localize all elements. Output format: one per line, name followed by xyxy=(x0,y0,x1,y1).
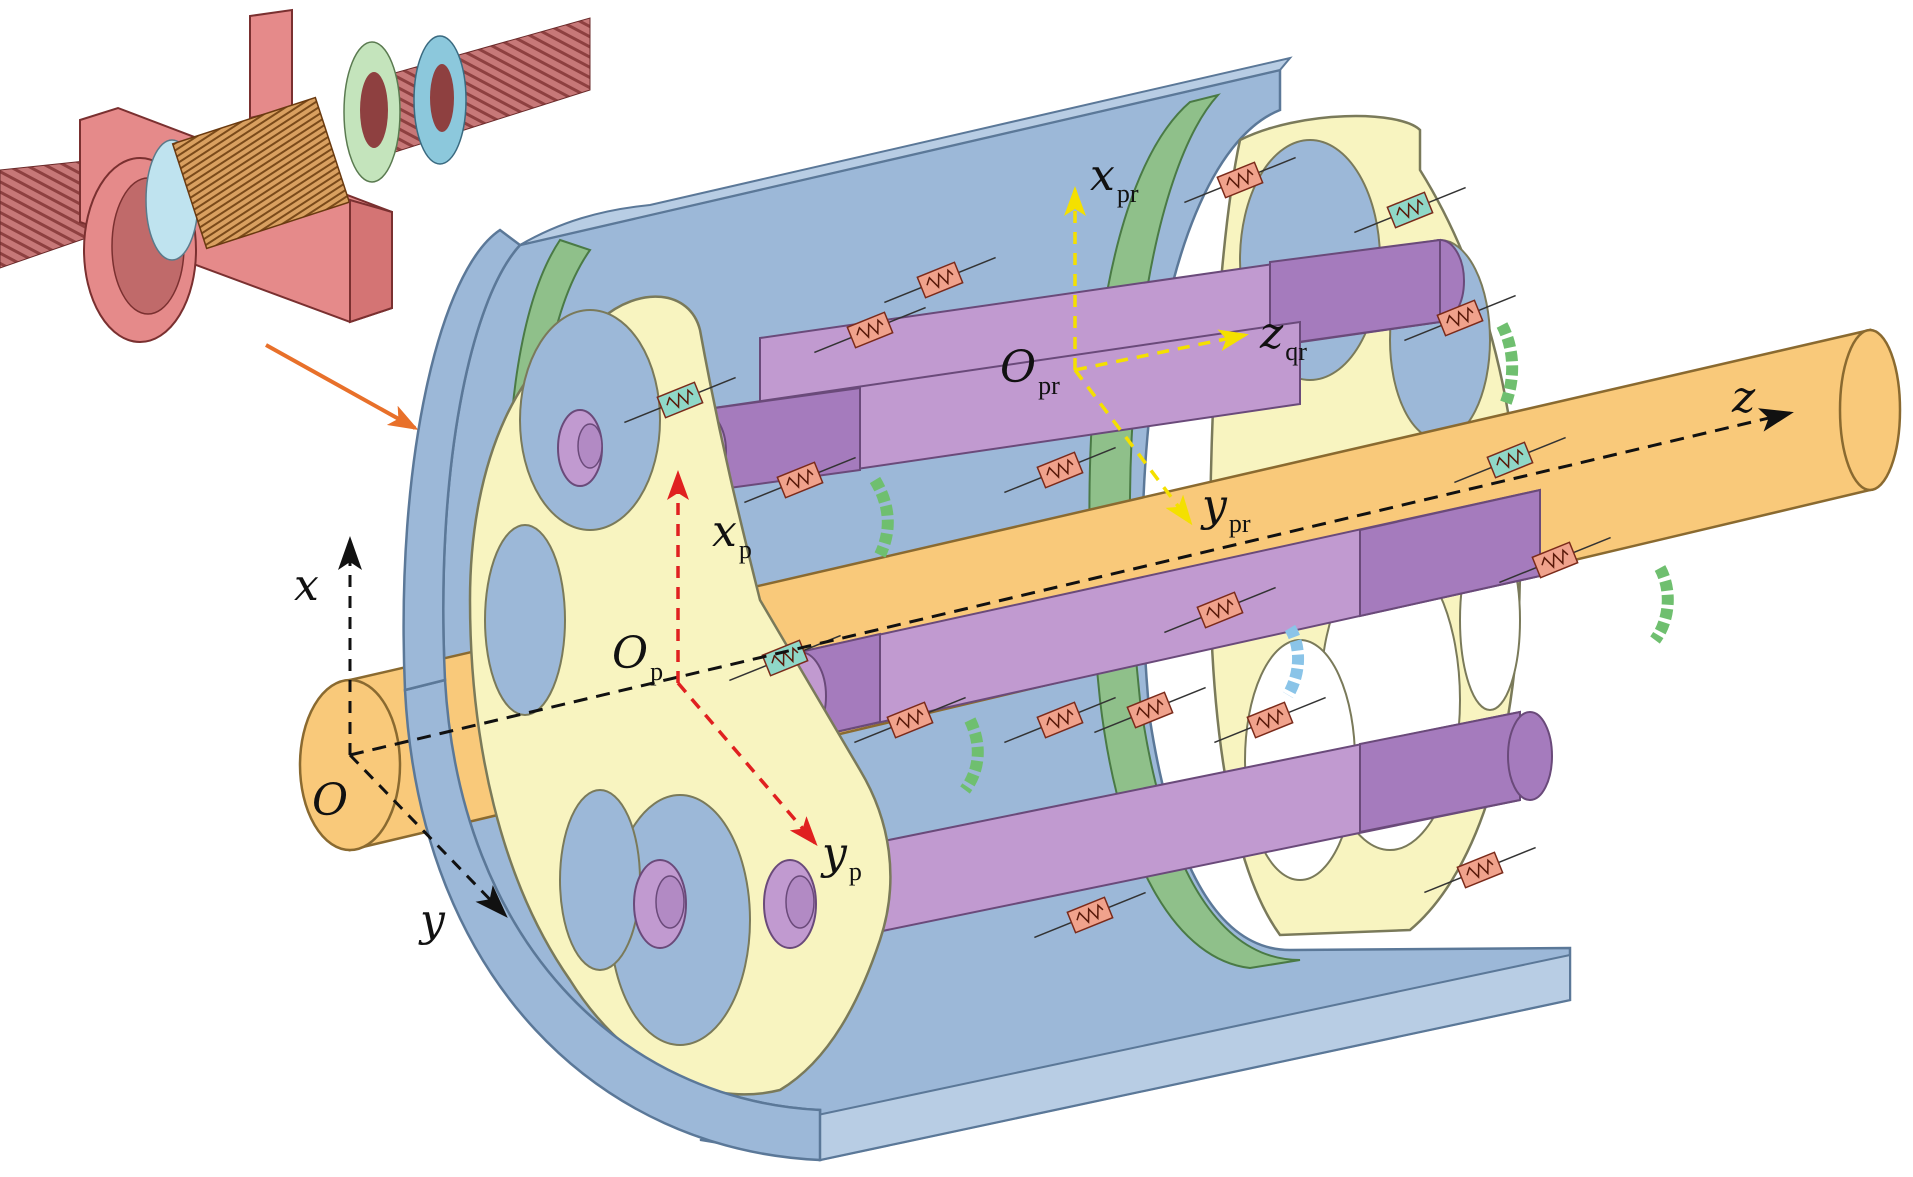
spring-element-15 xyxy=(624,376,736,424)
damping-arcs xyxy=(869,322,1674,794)
spring-element-18 xyxy=(1454,436,1566,484)
spring-element-4 xyxy=(744,456,856,504)
inset-ring-green-hole xyxy=(360,72,388,148)
spring-element-9 xyxy=(854,696,966,744)
spring-element-10 xyxy=(1034,891,1146,939)
axis-z-line xyxy=(349,408,1794,757)
spring-element-17 xyxy=(1354,186,1466,234)
spring-element-7 xyxy=(1094,686,1206,734)
spring-element-6 xyxy=(1004,696,1116,744)
spring-element-1 xyxy=(884,256,996,304)
spring-element-11 xyxy=(1184,156,1296,204)
label-xp: xp xyxy=(712,506,752,564)
carrier-front-hole-left xyxy=(484,524,566,716)
label-xpr: xpr xyxy=(1090,150,1139,208)
inset-nut-lower-lip xyxy=(349,198,393,324)
roller-axes xyxy=(1064,186,1249,526)
housing-front-lip-top xyxy=(402,228,522,692)
roller-pin-top-left xyxy=(557,409,603,487)
spring-element-14 xyxy=(1424,846,1536,894)
label-op: Op xyxy=(612,628,663,686)
inset-ring-blue-hole xyxy=(430,64,454,132)
label-x: x xyxy=(294,560,319,611)
inset-nut-back-flange xyxy=(249,8,293,120)
axis-y-line xyxy=(348,753,508,918)
global-axes xyxy=(338,408,1794,918)
label-z: z xyxy=(1731,372,1756,423)
axis-zqr-line xyxy=(1074,329,1249,372)
spring-elements xyxy=(624,156,1611,939)
label-yp: yp xyxy=(820,828,862,886)
housing-rim-top xyxy=(519,56,1293,246)
spring-element-13 xyxy=(1499,536,1611,584)
spring-element-12 xyxy=(1404,294,1516,342)
spring-element-8 xyxy=(1214,696,1326,744)
roller-top-back xyxy=(759,238,1465,422)
axis-ypr-line xyxy=(1073,368,1193,526)
carrier-front-hole-bottom-left xyxy=(559,789,641,971)
roller-pin-bottom-left xyxy=(633,859,817,949)
label-zqr: zqr xyxy=(1259,308,1307,366)
inset-roller-bundle xyxy=(171,96,351,250)
label-y: y xyxy=(418,895,446,946)
label-origin: O xyxy=(312,775,348,826)
spring-element-5 xyxy=(1164,586,1276,634)
pointer-arrow xyxy=(265,343,419,430)
label-opr: Opr xyxy=(1000,342,1060,400)
axis-yp-line xyxy=(676,681,818,847)
label-ypr: ypr xyxy=(1200,480,1251,538)
carrier-axes xyxy=(667,470,818,847)
inset-3d-model xyxy=(0,8,591,343)
spring-element-2 xyxy=(814,306,926,354)
spring-element-3 xyxy=(1004,446,1116,494)
inset-thread-right xyxy=(369,17,591,161)
